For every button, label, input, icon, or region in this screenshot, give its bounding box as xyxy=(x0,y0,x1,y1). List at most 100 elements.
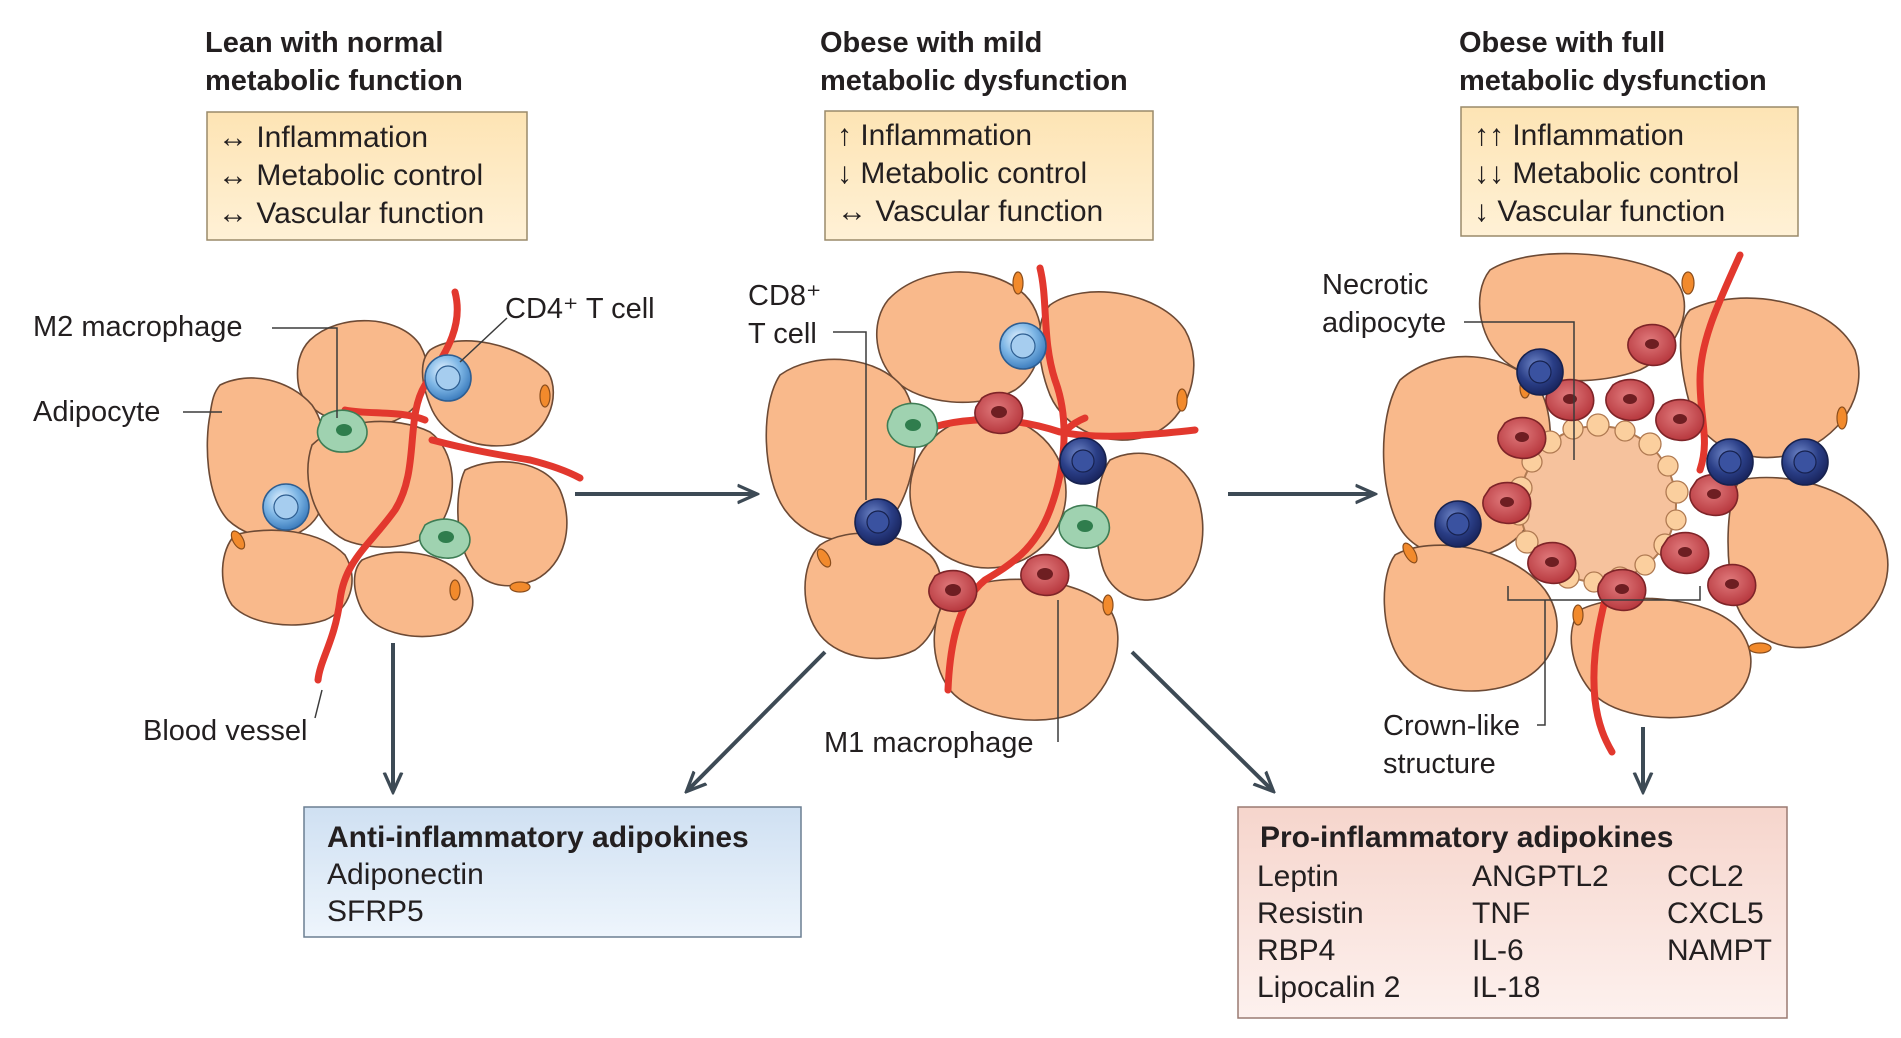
label-necrotic-line1: Necrotic xyxy=(1322,269,1428,301)
label-adipocyte: Adipocyte xyxy=(33,396,160,428)
label-crown-line1: Crown-like xyxy=(1383,710,1520,742)
mild-adipocyte-cluster xyxy=(765,264,1204,721)
cd8-t-cell xyxy=(1059,437,1107,485)
pro-inflammatory-title: Pro-inflammatory adipokines xyxy=(1260,821,1673,854)
full-status-line: ↓ Vascular function xyxy=(1474,195,1725,228)
leader-line xyxy=(1464,321,1575,460)
cd4-t-cell xyxy=(999,322,1047,370)
pro-adipokine: IL-18 xyxy=(1472,971,1540,1004)
cd8-t-cell xyxy=(854,498,902,546)
leader-line xyxy=(272,327,338,418)
anti-inflammatory-box: Anti-inflammatory adipokines Adiponectin… xyxy=(303,806,802,938)
m1-macrophage xyxy=(1627,323,1677,367)
m2-macrophage xyxy=(316,409,368,453)
m1-macrophage xyxy=(1605,378,1655,422)
label-cd4-t-cell: CD4⁺ T cell xyxy=(505,293,655,325)
m1-macrophage xyxy=(1497,416,1547,460)
cd8-t-cell xyxy=(1706,438,1754,486)
blood-vessel xyxy=(428,436,584,482)
adipocyte xyxy=(221,529,353,626)
adipocyte-nucleus xyxy=(1102,594,1114,616)
leader-line xyxy=(833,331,867,500)
blood-vessel xyxy=(1061,414,1089,436)
full-adipocyte-cluster xyxy=(1382,251,1889,756)
label-m2-macrophage: M2 macrophage xyxy=(33,311,243,343)
full-status-line: ↓↓ Metabolic control xyxy=(1474,157,1739,190)
lean-adipocyte-cluster xyxy=(206,288,584,684)
adipocyte xyxy=(296,319,429,427)
m1-macrophage xyxy=(928,569,978,613)
full-status-box: ↑↑ Inflammation ↓↓ Metabolic control ↓ V… xyxy=(1460,106,1799,237)
blood-vessel xyxy=(341,406,429,424)
pro-adipokine: Leptin xyxy=(1257,860,1339,893)
adipocyte-nucleus xyxy=(509,581,531,593)
adipocyte-nucleus xyxy=(1681,271,1695,295)
lean-status-box: ↔ Inflammation ↔ Metabolic control ↔ Vas… xyxy=(206,111,528,241)
adipocyte xyxy=(1095,452,1204,601)
adipocyte xyxy=(353,551,474,638)
blood-vessel xyxy=(1590,596,1616,756)
cd4-t-cell xyxy=(424,354,472,402)
m1-macrophage xyxy=(1707,563,1757,607)
m1-macrophage xyxy=(1660,531,1710,575)
anti-adipokine: SFRP5 xyxy=(327,895,424,928)
cd4-t-cell xyxy=(262,483,310,531)
lean-title-line1: Lean with normal xyxy=(205,27,443,59)
mild-title-line2: metabolic dysfunction xyxy=(820,65,1128,97)
full-title-line1: Obese with full xyxy=(1459,27,1665,59)
m1-macrophage xyxy=(1482,481,1532,525)
blood-vessel xyxy=(1696,251,1744,474)
cd8-t-cell xyxy=(1516,348,1564,396)
adipocyte xyxy=(876,271,1042,404)
lean-status-line: ↔ Vascular function xyxy=(218,197,484,230)
adipocyte-nucleus xyxy=(1402,542,1418,564)
pro-adipokine: CXCL5 xyxy=(1667,897,1764,930)
adipocyte-nucleus xyxy=(1176,388,1188,412)
lean-title-line2: metabolic function xyxy=(205,65,463,97)
m2-macrophage xyxy=(1058,504,1111,549)
label-m1-macrophage: M1 macrophage xyxy=(824,727,1034,759)
leader-line xyxy=(314,689,323,719)
pro-inflammatory-box: Pro-inflammatory adipokines Leptin Resis… xyxy=(1237,806,1788,1019)
mild-status-box: ↑ Inflammation ↓ Metabolic control ↔ Vas… xyxy=(824,110,1154,241)
m2-macrophage xyxy=(886,402,939,448)
m2-macrophage xyxy=(419,518,471,559)
full-title-line2: metabolic dysfunction xyxy=(1459,65,1767,97)
mild-status-line: ↑ Inflammation xyxy=(837,119,1032,152)
label-cd8-line2: T cell xyxy=(748,318,817,350)
m1-macrophage xyxy=(1527,541,1577,585)
adipocyte-nucleus xyxy=(449,579,461,601)
adipocyte xyxy=(1727,476,1889,649)
pro-adipokine: NAMPT xyxy=(1667,934,1772,967)
adipocyte-nucleus xyxy=(230,530,246,550)
lean-status-line: ↔ Inflammation xyxy=(218,121,428,154)
anti-adipokine: Adiponectin xyxy=(327,858,484,891)
leader-line xyxy=(459,317,508,363)
pro-adipokine: CCL2 xyxy=(1667,860,1744,893)
adipocyte-nucleus xyxy=(539,384,551,408)
lean-status-line: ↔ Metabolic control xyxy=(218,159,483,192)
mild-status-line: ↔ Vascular function xyxy=(837,195,1103,228)
full-status-line: ↑↑ Inflammation xyxy=(1474,119,1684,152)
cd8-t-cell xyxy=(1781,438,1829,486)
pro-adipokine: Lipocalin 2 xyxy=(1257,971,1400,1004)
adipocyte-nucleus xyxy=(1836,406,1848,430)
label-crown-line2: structure xyxy=(1383,748,1496,780)
m1-macrophage xyxy=(1545,378,1595,422)
adipocyte xyxy=(1383,544,1558,692)
mild-title-line1: Obese with mild xyxy=(820,27,1042,59)
arrow-mild-to-anti xyxy=(688,650,827,790)
label-blood-vessel: Blood vessel xyxy=(143,715,307,747)
cd8-t-cell xyxy=(1434,500,1482,548)
pro-adipokine: TNF xyxy=(1472,897,1530,930)
mild-status-line: ↓ Metabolic control xyxy=(837,157,1087,190)
anti-inflammatory-title: Anti-inflammatory adipokines xyxy=(327,821,749,854)
m1-macrophage xyxy=(1597,568,1647,612)
adipocyte-nucleus xyxy=(1748,642,1772,654)
crown-bracket xyxy=(1507,586,1701,601)
blood-vessel xyxy=(901,416,1199,444)
adipocyte-nucleus xyxy=(1572,604,1584,626)
pro-adipokine: Resistin xyxy=(1257,897,1364,930)
